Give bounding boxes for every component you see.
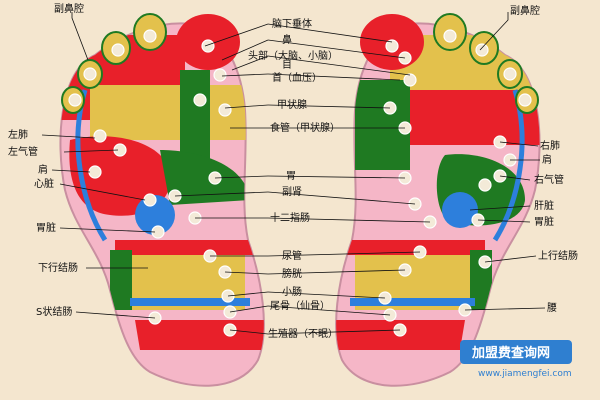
left-zone-blue-bladder (130, 298, 250, 306)
pressure-point (478, 178, 492, 192)
label-layer: 副鼻腔 左肺 左气管 肩 心脏 胃脏 下行结肠 S状结肠 脑下垂体 鼻 头部（大… (8, 2, 578, 340)
center-label-neck: 首（血压） (272, 71, 322, 84)
left-label-stomach: 胃脏 (36, 221, 56, 234)
right-zone-red-intestine (345, 240, 485, 255)
pressure-point (143, 193, 157, 207)
watermark: 加盟费查询网 www.jiamengfei.com (460, 340, 572, 379)
pressure-point (503, 67, 517, 81)
center-label-head: 头部（大脑、小脑） (248, 49, 338, 62)
right-zone-blue-stomach (442, 192, 478, 228)
left-label-heart: 心脏 (34, 177, 54, 190)
pressure-point (443, 29, 457, 43)
left-label-sigmoid-colon: S状结肠 (36, 305, 72, 318)
left-zone-red-intestine (115, 240, 255, 255)
leader-lines (41, 12, 546, 335)
right-label-sinus: 副鼻腔 (510, 4, 540, 17)
center-label-genitals: 生殖器（不眠） (268, 327, 338, 340)
center-label-stomach: 胃 (286, 170, 296, 182)
center-label-ureter: 尿管 (282, 249, 302, 262)
center-label-bladder: 膀胱 (282, 267, 302, 280)
left-foot (59, 13, 265, 387)
center-label-adrenal: 副肾 (282, 186, 302, 198)
left-label-shoulder: 肩 (38, 163, 48, 176)
left-label-left-lung: 左肺 (8, 128, 28, 141)
pressure-point (143, 29, 157, 43)
right-label-right-lung: 右肺 (540, 139, 560, 152)
center-label-small-intestine: 小肠 (282, 286, 302, 298)
pressure-point (518, 93, 532, 107)
pressure-point (218, 103, 232, 117)
left-label-sinus: 副鼻腔 (54, 2, 84, 15)
pressure-point (83, 67, 97, 81)
left-zone-green-thyroid (180, 70, 210, 160)
right-label-liver: 肝脏 (534, 199, 554, 212)
right-label-stomach: 胃脏 (534, 215, 554, 228)
center-label-nose: 鼻 (282, 33, 292, 46)
left-label-left-trachea: 左气管 (8, 145, 38, 158)
center-label-duodenum: 十二指肠 (270, 211, 310, 224)
left-zone-blue-stomach (135, 195, 175, 235)
center-label-eye: 目 (282, 60, 292, 71)
left-label-descending-colon: 下行结肠 (38, 261, 78, 274)
left-zone-green-stomach (160, 150, 250, 205)
watermark-badge (460, 340, 572, 364)
right-label-waist: 腰 (547, 302, 557, 314)
pressure-point (93, 129, 107, 143)
pressure-point (403, 73, 417, 87)
pressure-point (475, 43, 489, 57)
right-zone-blue-bladder (350, 298, 475, 306)
watermark-brand: 加盟费查询网 (471, 345, 550, 361)
center-label-esophagus: 食管（甲状腺） (270, 121, 340, 134)
center-label-coccyx: 尾骨（仙骨） (270, 299, 330, 312)
center-label-thyroid: 甲状腺 (277, 98, 307, 111)
pressure-point (385, 39, 399, 53)
pressure-point (111, 43, 125, 57)
pressure-point (88, 165, 102, 179)
watermark-url: www.jiamengfei.com (478, 369, 572, 379)
left-zone-green-colon (110, 250, 132, 310)
center-label-pituitary: 脑下垂体 (272, 17, 312, 30)
pressure-point (68, 93, 82, 107)
right-label-right-trachea: 右气管 (534, 173, 564, 186)
pressure-point (213, 68, 227, 82)
pressure-point (201, 39, 215, 53)
pressure-point (193, 93, 207, 107)
right-label-shoulder: 肩 (542, 153, 552, 166)
right-label-ascending-colon: 上行结肠 (538, 249, 578, 262)
